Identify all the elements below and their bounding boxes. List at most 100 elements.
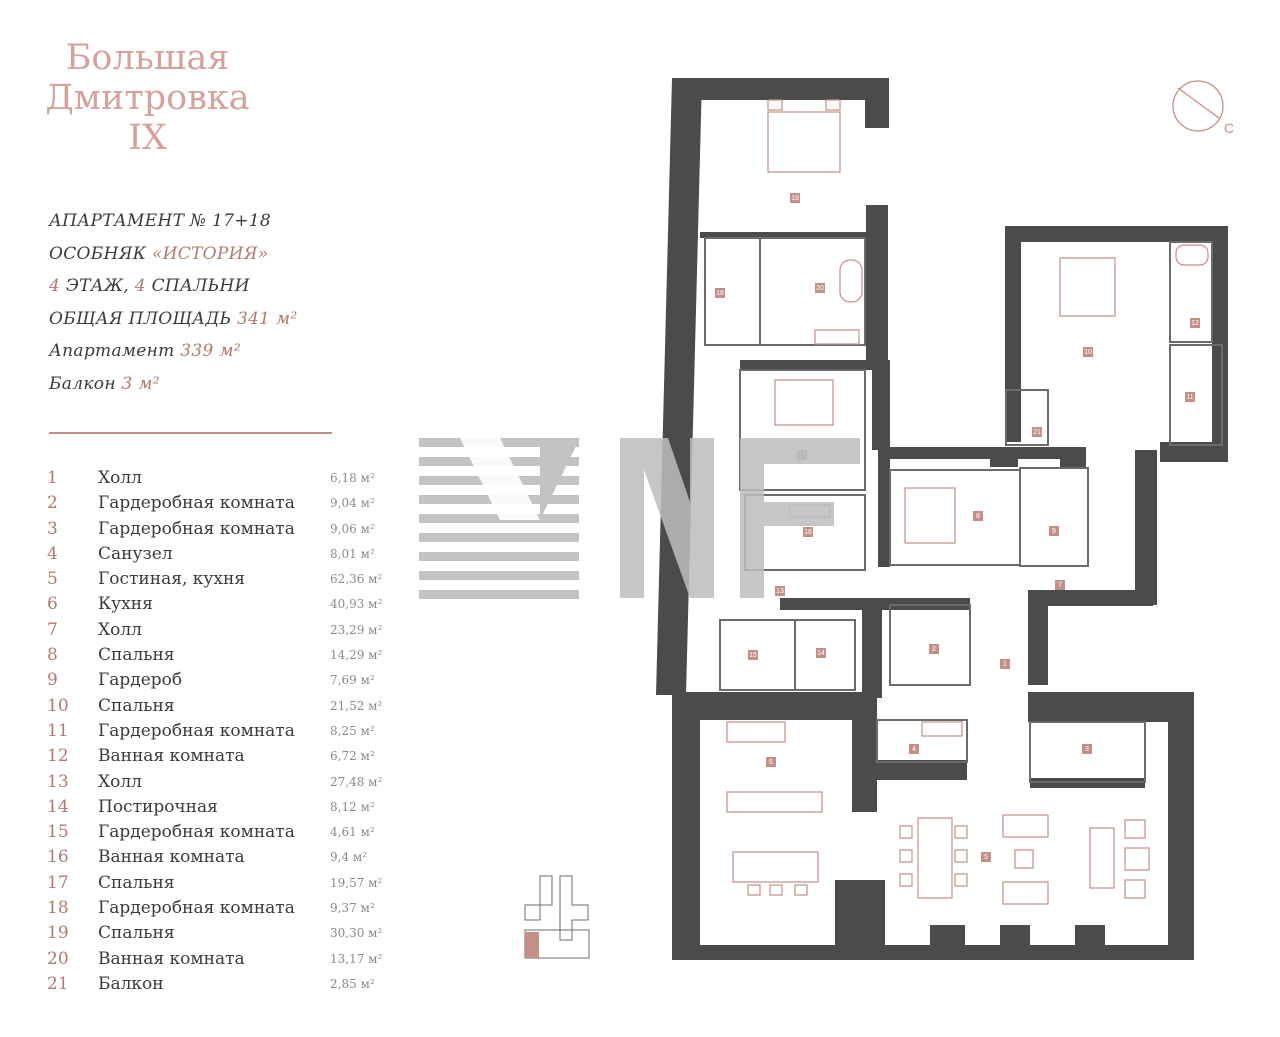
- svg-text:11: 11: [1186, 394, 1193, 401]
- room-marker-9: 9: [1049, 526, 1059, 536]
- room-area: 7,69 м²: [330, 673, 375, 688]
- sofa-icon: [1002, 881, 1049, 905]
- watermark-logo: [419, 438, 580, 599]
- total-area-value: 341 м²: [236, 308, 298, 329]
- svg-text:1: 1: [1003, 661, 1007, 668]
- brand-line-3: IX: [128, 118, 167, 158]
- bed-icon: [1059, 257, 1116, 317]
- room-area: 62,36 м²: [330, 572, 383, 587]
- room-name: Гардероб: [98, 670, 183, 691]
- room-marker-15: 15: [748, 650, 758, 660]
- svg-text:14: 14: [817, 650, 825, 657]
- room-marker-5: 5: [981, 852, 991, 862]
- balcony-area-line: Балкон 3 м²: [49, 368, 298, 401]
- room-number: 20: [47, 948, 69, 969]
- mansion-name: «ИСТОРИЯ»: [151, 243, 269, 264]
- room-area: 4,61 м²: [330, 825, 375, 840]
- room-area: 6,18 м²: [330, 471, 375, 485]
- room-number: 9: [47, 670, 58, 691]
- room-area: 13,17 м²: [330, 951, 383, 966]
- divider-line: [49, 432, 332, 434]
- room-marker-21: 21: [1032, 427, 1042, 437]
- svg-text:6: 6: [769, 759, 773, 766]
- room-number: 11: [47, 720, 69, 741]
- room-name: Ванная комната: [98, 948, 245, 969]
- room-list-item: 20 Ванная комната 13,17 м²: [47, 947, 407, 972]
- svg-text:5: 5: [984, 854, 988, 861]
- room-marker-20: 20: [815, 283, 825, 293]
- mansion-prefix: ОСОБНЯК: [49, 243, 152, 264]
- mansion-line: ОСОБНЯК «ИСТОРИЯ»: [49, 238, 298, 271]
- compass-north-label: С: [1224, 120, 1235, 136]
- room-name: Спальня: [98, 923, 175, 944]
- watermark-letters: [620, 438, 860, 598]
- room-area: 6,72 м²: [330, 749, 375, 764]
- room-name: Санузел: [98, 543, 173, 564]
- room-number: 10: [47, 695, 69, 716]
- room-name: Ванная комната: [98, 847, 245, 868]
- room-area: 23,29 м²: [330, 622, 383, 637]
- room-marker-16: 16: [803, 527, 813, 537]
- room-number: 8: [47, 645, 58, 666]
- room-area: 30,30 м²: [330, 926, 383, 941]
- room-marker-8: 8: [973, 511, 983, 521]
- room-number: 12: [47, 746, 69, 767]
- svg-text:16: 16: [804, 529, 812, 536]
- apartment-area-value: 339 м²: [180, 341, 241, 362]
- room-name: Холл: [98, 619, 142, 640]
- armchair-icon: [1124, 847, 1150, 871]
- room-marker-4: 4: [909, 744, 919, 754]
- sink-icon: [921, 721, 963, 737]
- room-marker-14: 14: [816, 648, 826, 658]
- room-number: 1: [47, 468, 58, 488]
- brand-line-1: Большая: [65, 38, 230, 78]
- balcony-area-label: Балкон: [49, 373, 122, 394]
- dining-bar: [732, 851, 819, 883]
- svg-text:13: 13: [776, 588, 784, 595]
- interior-walls: [704, 237, 1223, 783]
- svg-text:3: 3: [1085, 746, 1089, 753]
- svg-text:19: 19: [791, 195, 799, 202]
- room-area: 27,48 м²: [330, 774, 383, 789]
- apartment-area-line: Апартамент 339 м²: [49, 335, 298, 368]
- room-number: 17: [47, 872, 69, 893]
- bed-icon: [774, 379, 834, 426]
- furniture: [726, 99, 1209, 905]
- svg-text:8: 8: [976, 513, 980, 520]
- dining-table: [917, 817, 953, 899]
- room-name: Спальня: [98, 695, 175, 716]
- room-marker-12: 12: [1190, 318, 1200, 328]
- room-number: 18: [47, 898, 69, 919]
- bathtub-icon: [1175, 244, 1209, 266]
- room-number: 16: [47, 847, 69, 868]
- room-marker-19: 19: [790, 193, 800, 203]
- room-area: 9,4 м²: [330, 850, 368, 865]
- floor-label: ЭТАЖ,: [60, 276, 135, 297]
- svg-text:9: 9: [1052, 528, 1056, 535]
- brand-line-2: Дмитровка: [45, 78, 250, 118]
- room-number: 2: [47, 493, 58, 514]
- room-area: 9,37 м²: [330, 901, 375, 916]
- room-list-item: 16 Ванная комната 9,4 м²: [47, 845, 407, 870]
- room-name: Гостиная, кухня: [98, 569, 246, 590]
- room-marker-1: 1: [1000, 659, 1010, 669]
- room-name: Спальня: [98, 645, 175, 666]
- kitchen-counter: [726, 721, 786, 743]
- svg-text:4: 4: [912, 746, 916, 753]
- room-number: 4: [47, 543, 58, 564]
- room-area: 9,04 м²: [330, 496, 375, 511]
- room-marker-6: 6: [766, 757, 776, 767]
- bedrooms-label: СПАЛЬНИ: [145, 276, 250, 297]
- room-marker-10: 10: [1083, 347, 1093, 357]
- room-name: Спальня: [98, 872, 175, 893]
